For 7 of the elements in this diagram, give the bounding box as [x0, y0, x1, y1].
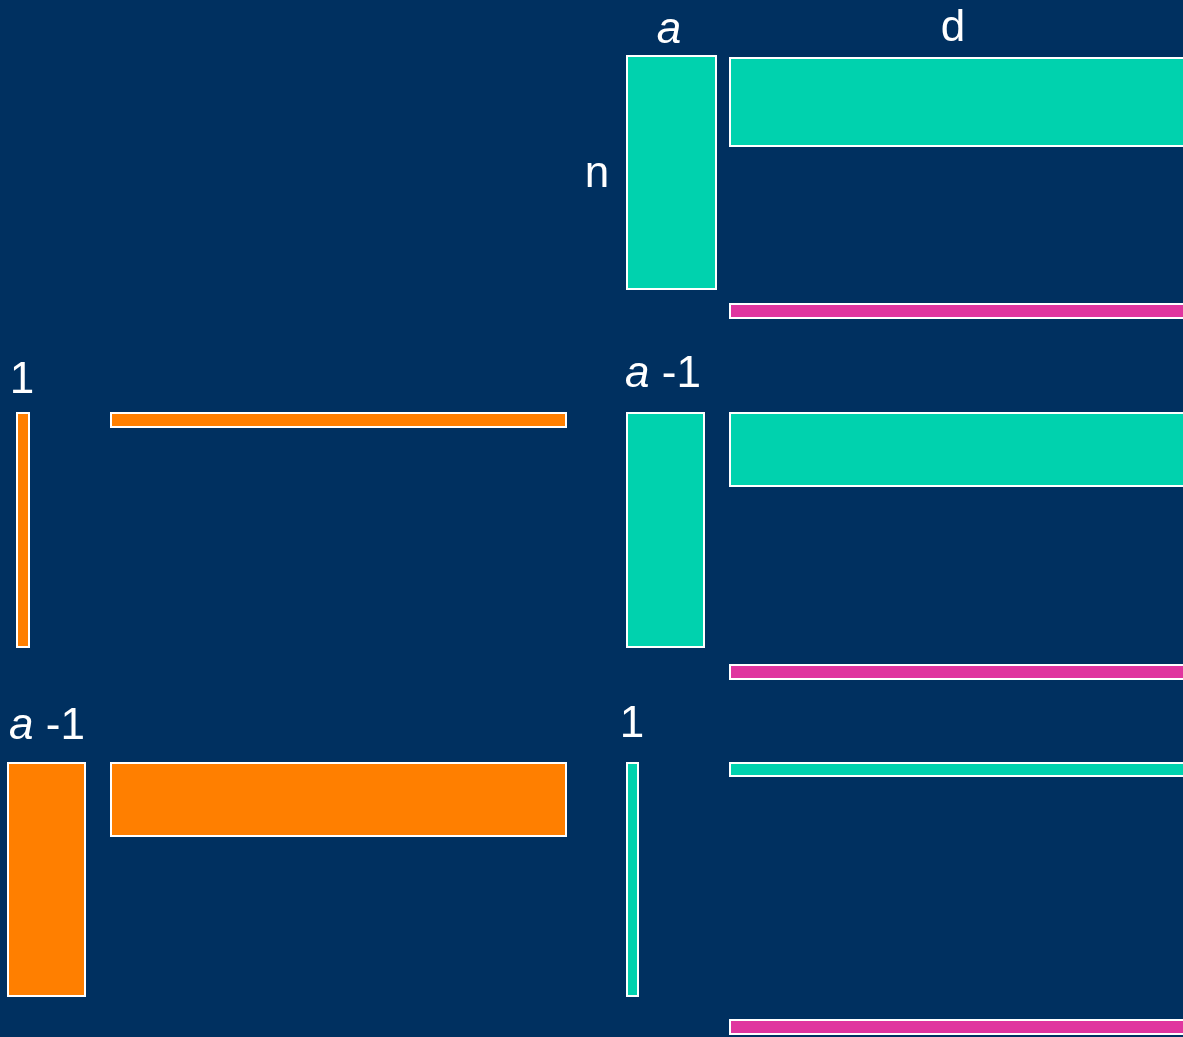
dimension-label: d: [940, 4, 966, 48]
dimension-label: a -1: [625, 350, 701, 394]
dimension-label: 1: [9, 356, 35, 400]
dimension-label: a -1: [9, 702, 85, 746]
dimension-label: n: [584, 150, 610, 194]
dimension-label: 1: [619, 700, 645, 744]
dimension-label: a: [656, 6, 682, 50]
